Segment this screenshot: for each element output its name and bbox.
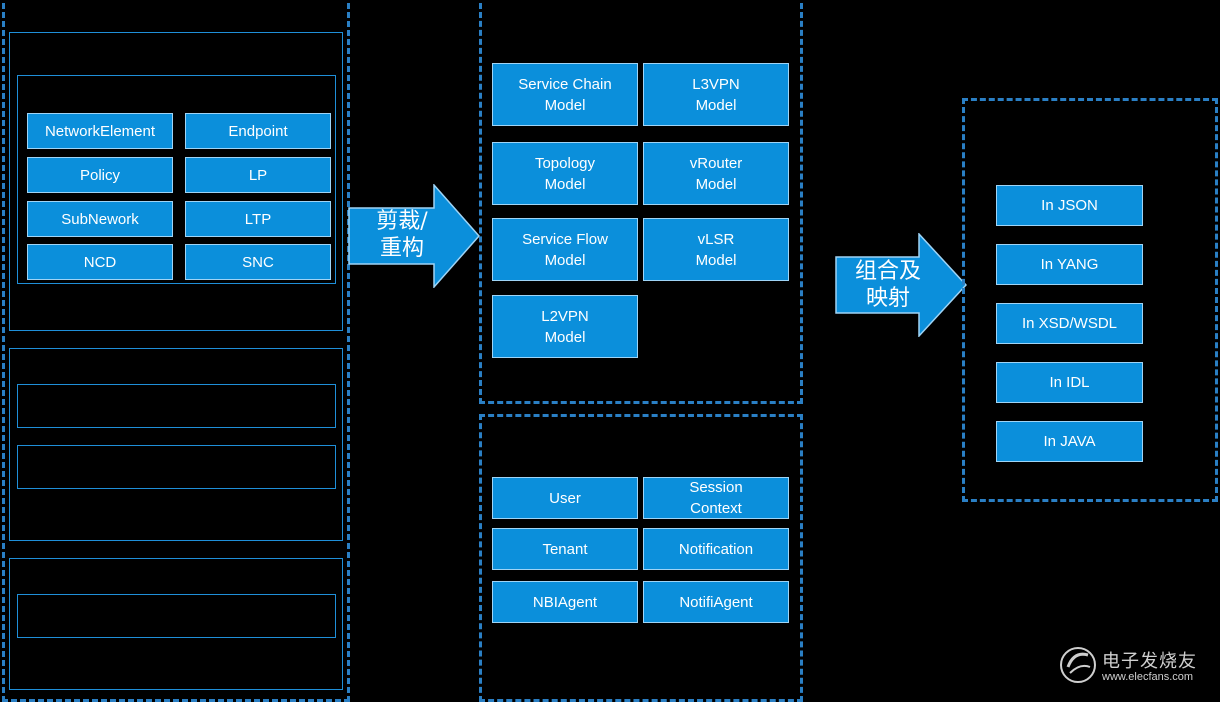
user-box: User <box>492 477 638 519</box>
left-empty-box-2 <box>17 445 336 489</box>
in-idl-box: In IDL <box>996 362 1143 403</box>
l2vpn-model-box: L2VPN Model <box>492 295 638 358</box>
left-panel-inner <box>17 75 336 284</box>
in-yang-box: In YANG <box>996 244 1143 285</box>
watermark: 电子发烧友 www.elecfans.com <box>1058 641 1208 691</box>
notifiagent-box: NotifiAgent <box>643 581 789 623</box>
in-java-box: In JAVA <box>996 421 1143 462</box>
left-empty-box-1 <box>17 384 336 428</box>
in-json-box: In JSON <box>996 185 1143 226</box>
formats-dashed-group <box>962 98 1218 502</box>
tenant-box: Tenant <box>492 528 638 570</box>
nbiagent-box: NBIAgent <box>492 581 638 623</box>
left-panel-middle <box>9 348 343 541</box>
arrow-2-label: 组合及 映射 <box>854 259 921 311</box>
vrouter-model-box: vRouter Model <box>643 142 789 205</box>
arrow-2-shape <box>835 233 967 337</box>
l3vpn-model-box: L3VPN Model <box>643 63 789 126</box>
watermark-url: www.elecfans.com <box>1102 671 1194 683</box>
arrow-2 <box>835 233 967 337</box>
policy-box: Policy <box>27 157 173 193</box>
subnework-box: SubNework <box>27 201 173 237</box>
topology-model-box: Topology Model <box>492 142 638 205</box>
lp-box: LP <box>185 157 331 193</box>
watermark-logo-icon <box>1060 647 1096 683</box>
ncd-box: NCD <box>27 244 173 280</box>
watermark-title: 电子发烧友 <box>1102 651 1197 672</box>
service-flow-model-box: Service Flow Model <box>492 218 638 281</box>
vlsr-model-box: vLSR Model <box>643 218 789 281</box>
networkelement-box: NetworkElement <box>27 113 173 149</box>
session-context-box: Session Context <box>643 477 789 519</box>
left-panel-bottom <box>9 558 343 690</box>
ltp-box: LTP <box>185 201 331 237</box>
models-dashed-group <box>479 0 803 404</box>
service-chain-model-box: Service Chain Model <box>492 63 638 126</box>
left-empty-box-3 <box>17 594 336 638</box>
in-xsd-wsdl-box: In XSD/WSDL <box>996 303 1143 344</box>
arrow-1 <box>348 184 480 288</box>
snc-box: SNC <box>185 244 331 280</box>
arrow-1-label: 剪裁/ 重构 <box>376 209 428 261</box>
left-panel-top <box>9 32 343 331</box>
notification-box: Notification <box>643 528 789 570</box>
endpoint-box: Endpoint <box>185 113 331 149</box>
arrow-1-shape <box>348 184 480 288</box>
